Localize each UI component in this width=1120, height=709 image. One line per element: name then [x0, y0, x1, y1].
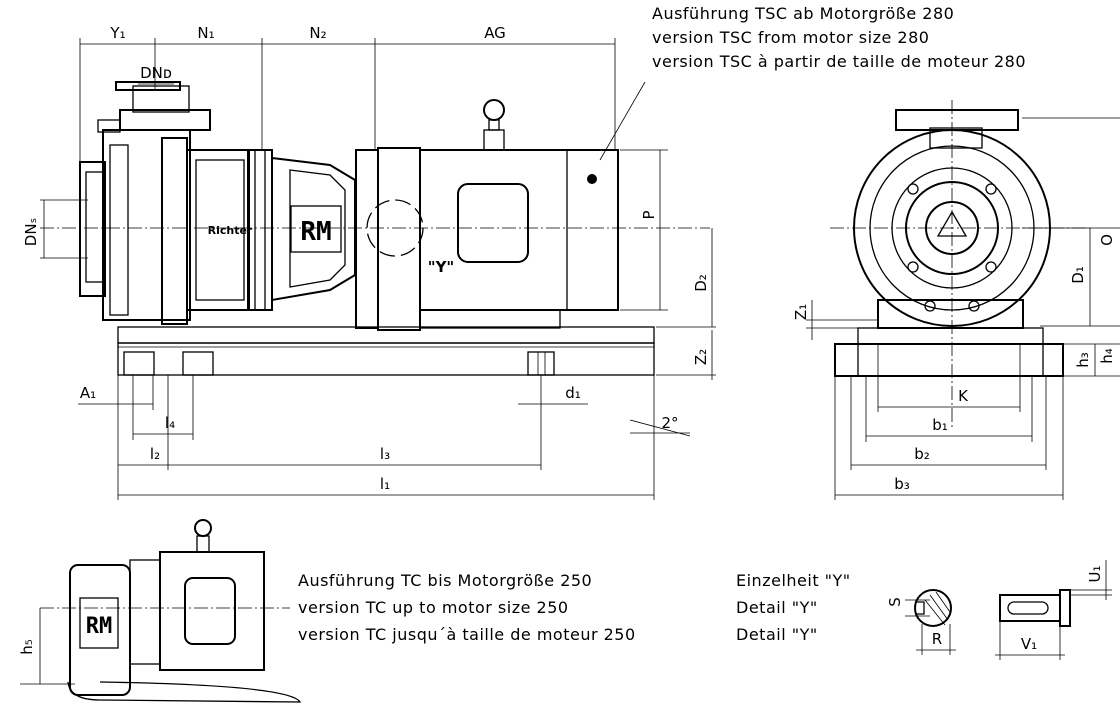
dim-p: P — [640, 210, 658, 219]
tc-view: RM h₅ — [18, 519, 302, 703]
dim-d1-cap: D₁ — [1069, 266, 1087, 284]
dim-n1: N₁ — [197, 24, 214, 42]
dim-b1: b₁ — [932, 416, 948, 434]
foot-pad — [527, 351, 555, 376]
discharge-nozzle — [132, 85, 190, 113]
dim-r: R — [932, 630, 942, 648]
dim-l3: l₃ — [380, 445, 390, 463]
dim-b3: b₃ — [894, 475, 910, 493]
dim-ag: AG — [484, 24, 506, 42]
tc-base — [67, 681, 302, 703]
dim-v1: V₁ — [1021, 635, 1037, 653]
shaft-section-icon — [914, 589, 952, 627]
rm-logo-icon — [290, 205, 342, 253]
dim-b2: b₂ — [914, 445, 930, 463]
dim-y1: Y₁ — [109, 24, 125, 42]
tc-rm-logo: RM — [86, 614, 113, 639]
rm-logo-text: RM — [300, 217, 331, 247]
dim-a1: A₁ — [80, 384, 96, 402]
dim-h4: h₄ — [1098, 348, 1116, 364]
suction-flange — [79, 161, 106, 297]
bolt-icon — [907, 183, 919, 195]
tc-eyebolt-icon — [194, 519, 212, 537]
motor-flange — [355, 149, 379, 329]
dim-s: S — [886, 597, 904, 607]
discharge-flange — [119, 109, 211, 131]
dim-o: O — [1098, 234, 1116, 246]
dim-l1: l₁ — [380, 475, 390, 493]
end-baseplate — [834, 343, 1064, 377]
note-tc-fr: version TC jusqu´à taille de moteur 250 — [298, 625, 636, 644]
side-view: RM Richter "Y" Y₁ N₁ N₂ AG DNᴅ — [22, 24, 716, 500]
end-discharge-flange — [895, 109, 1019, 131]
foot-pad — [123, 351, 155, 376]
dim-d2: D₂ — [692, 274, 710, 292]
tc-motor-body — [159, 551, 265, 671]
note-leader — [599, 81, 646, 161]
motor-body — [419, 149, 619, 311]
note-tsc-de: Ausführung TSC ab Motorgröße 280 — [652, 4, 955, 23]
note-detail-de: Einzelheit "Y" — [736, 571, 851, 590]
dim-dnd: DNᴅ — [140, 64, 172, 82]
detail-y-mark: "Y" — [428, 258, 455, 276]
drain-plug-icon — [587, 174, 597, 184]
dim-angle: 2° — [661, 414, 678, 432]
shaft-key-icon — [999, 594, 1061, 622]
dim-l4: l₄ — [165, 414, 175, 432]
dim-d1: d₁ — [565, 384, 581, 402]
end-pump-foot — [877, 299, 1024, 329]
note-tc-en: version TC up to motor size 250 — [298, 598, 569, 617]
eyebolt-icon — [483, 99, 505, 121]
dim-h5: h₅ — [18, 639, 36, 655]
end-view: O D₁ h₃ h₄ Z₁ K b₁ b₂ b₃ — [792, 100, 1120, 500]
dim-z1: Z₁ — [792, 304, 810, 320]
bolt-icon — [907, 261, 919, 273]
dim-dns: DNₛ — [22, 218, 40, 246]
terminal-box-icon — [457, 183, 529, 263]
dim-z2: Z₂ — [692, 349, 710, 365]
brand-logo-text: Richter — [208, 224, 253, 237]
bolt-icon — [985, 183, 997, 195]
dim-u1: U₁ — [1086, 566, 1104, 583]
note-detail: Einzelheit "Y" Detail "Y" Detail "Y" — [736, 567, 851, 648]
baseplate-body — [117, 342, 655, 376]
dim-l2: l₂ — [150, 445, 160, 463]
tc-terminal-box-icon — [184, 577, 236, 645]
note-tsc: Ausführung TSC ab Motorgröße 280 version… — [652, 2, 1026, 74]
dim-k: K — [958, 387, 969, 405]
foot-pad — [182, 351, 214, 376]
dim-h3: h₃ — [1074, 352, 1092, 368]
detail-y: S R V₁ U₁ — [886, 560, 1112, 660]
note-detail-en: Detail "Y" — [736, 598, 818, 617]
motor-feet — [419, 309, 561, 329]
detail-y-circle — [366, 199, 424, 257]
note-tsc-fr: version TSC à partir de taille de moteur… — [652, 52, 1027, 71]
note-tc: Ausführung TC bis Motorgröße 250 version… — [298, 567, 636, 648]
dim-n2: N₂ — [309, 24, 326, 42]
note-tc-de: Ausführung TC bis Motorgröße 250 — [298, 571, 593, 590]
note-tsc-en: version TSC from motor size 280 — [652, 28, 930, 47]
bolt-icon — [985, 261, 997, 273]
end-baseplate-top — [857, 327, 1044, 345]
note-detail-fr: Detail "Y" — [736, 625, 818, 644]
pump-casing — [102, 129, 191, 321]
